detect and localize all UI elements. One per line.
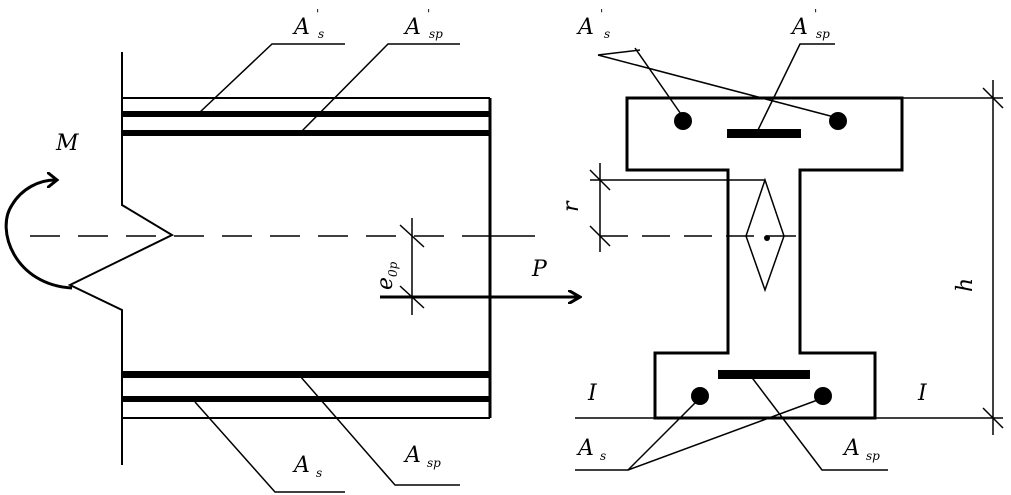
label-comp-tendon-right-sub: sp xyxy=(816,27,830,41)
label-tens-tendon-right: A xyxy=(842,436,860,461)
top-rebar-right-dot xyxy=(829,112,847,130)
label-comp-tendon-left: A xyxy=(403,15,421,40)
label-tens-rebar-left: A xyxy=(292,453,310,478)
leader-tens-tendon-right xyxy=(749,374,888,471)
label-tens-tendon-left-sub: sp xyxy=(427,456,441,470)
label-tens-tendon-left: A xyxy=(403,443,421,468)
label-tens-rebar-right: A xyxy=(576,436,594,461)
label-eccentricity-sub: 0p xyxy=(386,261,400,277)
label-section-mark-left: I xyxy=(587,381,598,406)
label-moment: M xyxy=(55,131,79,156)
label-tens-rebar-right-sub: s xyxy=(600,449,606,463)
label-comp-tendon-right-prime: ' xyxy=(814,7,817,21)
leader-comp-tendon-right xyxy=(756,43,835,133)
label-force: P xyxy=(531,257,548,282)
label-comp-tendon-right: A xyxy=(790,15,808,40)
label-tens-tendon-right-sub: sp xyxy=(866,449,880,463)
r-tick-bottom xyxy=(589,225,611,247)
labels: A ' s A ' sp A s A sp M P e 0p A ' s A '… xyxy=(55,7,978,480)
top-rebar-line xyxy=(122,111,490,117)
leader-tens-rebar-left xyxy=(194,401,345,493)
r-tick-top xyxy=(589,169,611,191)
label-height: h xyxy=(953,278,978,292)
label-comp-rebar-right-sub: s xyxy=(604,27,610,41)
bottom-tendon-line xyxy=(122,371,490,378)
kern-rhombus xyxy=(745,177,785,293)
beam-elevation xyxy=(4,43,580,493)
label-section-mark-right: I xyxy=(917,381,928,406)
leader-comp-rebar-right-c xyxy=(597,49,641,56)
leader-comp-rebar-left xyxy=(198,43,345,114)
leader-comp-tendon-left xyxy=(299,43,460,134)
beam-cross-section xyxy=(575,43,1004,471)
bottom-rebar-right-dot xyxy=(814,387,832,405)
label-comp-rebar-left-prime: ' xyxy=(316,7,319,21)
label-eccentricity: e xyxy=(373,277,398,290)
leader-tens-tendon-left xyxy=(299,375,460,486)
top-tendon-bar xyxy=(727,129,801,138)
label-comp-tendon-left-prime: ' xyxy=(427,7,430,21)
moment-arrow xyxy=(4,180,73,290)
h-tick-bottom xyxy=(982,407,1004,429)
label-comp-rebar-right: A xyxy=(576,15,594,40)
bottom-rebar-left-dot xyxy=(691,387,709,405)
label-comp-tendon-left-sub: sp xyxy=(429,27,443,41)
label-tens-rebar-left-sub: s xyxy=(316,466,322,480)
break-line xyxy=(67,52,175,465)
leader-comp-rebar-right-a xyxy=(634,47,684,118)
leader-tens-rebar-right-b xyxy=(627,397,824,471)
label-comp-rebar-left-sub: s xyxy=(318,27,324,41)
top-tendon-line xyxy=(122,130,490,136)
label-comp-rebar-left: A xyxy=(292,15,310,40)
top-rebar-left-dot xyxy=(674,112,692,130)
ecc-tick-top xyxy=(399,224,425,248)
bottom-tendon-bar xyxy=(718,370,810,379)
h-tick-top xyxy=(982,87,1004,109)
bottom-rebar-line xyxy=(122,396,490,402)
label-core-radius: r xyxy=(559,200,584,212)
leader-comp-rebar-right-b xyxy=(597,54,839,119)
label-comp-rebar-right-prime: ' xyxy=(600,7,603,21)
